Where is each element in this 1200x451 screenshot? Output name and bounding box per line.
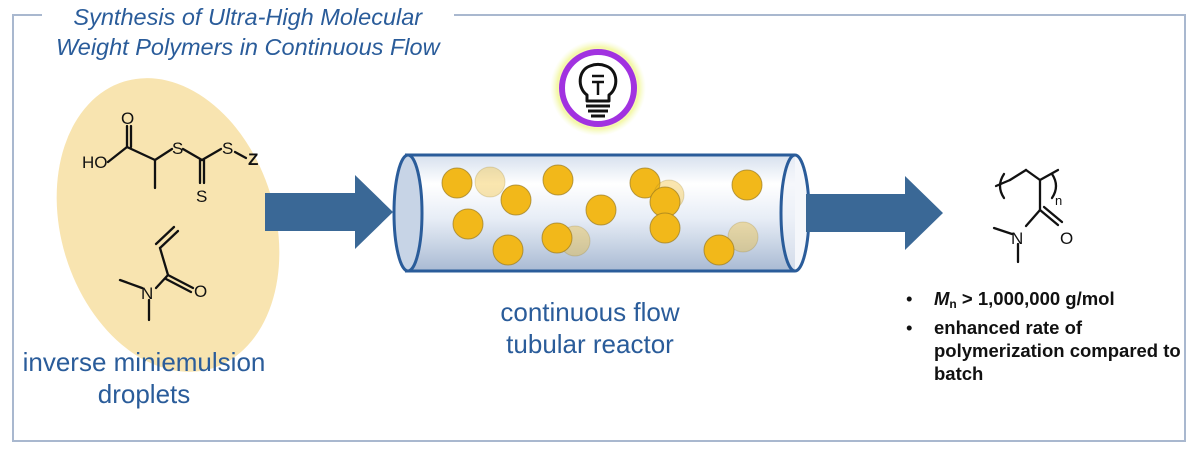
atom-ho: HO [82,153,108,172]
monomer-structure [118,225,195,322]
mn-value: > 1,000,000 g/mol [956,288,1115,309]
atom-s1: S [172,139,183,158]
droplet-beads [441,164,763,266]
droplet-bead [542,164,574,196]
atom-o-carbonyl: O [121,109,134,128]
droplet-bead [585,194,617,226]
reactor-caption-line-2: tubular reactor [506,329,674,359]
droplet-bead [649,212,681,244]
droplet-caption-line-2: droplets [97,379,191,409]
atom-n-polymer: N [1011,229,1023,248]
droplet-bead [492,234,524,266]
droplet-bead [731,169,763,201]
title-line-2: Weight Polymers in Continuous Flow [56,34,440,60]
droplet-bead [541,222,573,254]
droplet-bead [500,184,532,216]
droplet-caption: inverse miniemulsion droplets [20,346,268,410]
atom-s2: S [222,139,233,158]
atom-z: Z [248,150,258,169]
raft-agent-structure [106,124,248,190]
result-molecular-weight: • Mn > 1,000,000 g/mol [900,287,1190,316]
bullet-dot: • [906,317,913,338]
atom-o-monomer: O [194,282,207,301]
bullet-dot: • [906,288,913,309]
output-arrow [806,176,943,250]
mn-subscript: n [949,297,957,311]
diagram-frame [12,14,1186,442]
droplet-bead [441,167,473,199]
droplet-bead [703,234,735,266]
input-arrow [265,175,393,249]
results-list: • Mn > 1,000,000 g/mol • enhanced rate o… [900,287,1190,385]
light-bulb-icon [550,40,646,136]
miniemulsion-droplet [56,78,280,372]
droplet-caption-line-1: inverse miniemulsion [22,347,266,377]
result-rate: • enhanced rate of polymerization compar… [900,316,1190,385]
repeat-unit-n: n [1055,193,1062,208]
droplet-bead [629,167,661,199]
rate-text: enhanced rate of polymerization compared… [934,317,1181,384]
faded-droplet-bead [474,166,506,198]
title-line-1: Synthesis of Ultra-High Molecular [73,4,423,30]
atom-s-thione: S [196,187,207,206]
droplet-bead [452,208,484,240]
mn-symbol: M [934,288,950,309]
polymer-structure [992,168,1064,264]
faded-droplet-bead [727,221,759,253]
atom-o-polymer: O [1060,229,1073,248]
atom-n-monomer: N [141,284,153,303]
reactor-caption: continuous flow tubular reactor [470,296,710,360]
reactor-caption-line-1: continuous flow [500,297,680,327]
diagram-title: Synthesis of Ultra-High Molecular Weight… [42,2,454,66]
